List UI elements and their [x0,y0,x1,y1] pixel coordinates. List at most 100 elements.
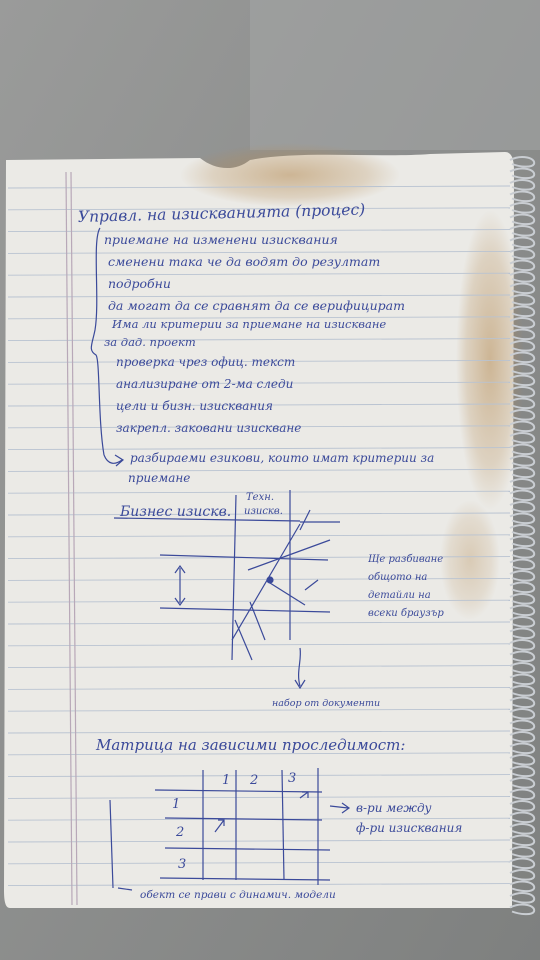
matrix-line [159,877,331,881]
matrix-row-header: 3 [178,857,186,872]
spiral-loop [509,478,536,490]
spiral-loop [509,236,536,249]
spiral-loop [509,823,536,835]
diagram-left-label: Бизнес изискв. [119,504,231,520]
spiral-loop [509,363,536,375]
spiral-loop [509,259,536,272]
spiral-loop [509,535,536,548]
spiral-loop [509,616,536,628]
spiral-loop [509,489,536,502]
spiral-loop [509,524,536,536]
down-arrow [294,647,306,690]
diagram-top-label: изискв. [244,506,283,517]
diagram-side-note: общото на [368,572,427,583]
matrix-side-note: в-ри между [356,801,432,815]
spiral-loop [509,834,536,847]
note-item: да могат да се сравнят да се верифицират [108,298,405,313]
rule-line [7,381,511,385]
spiral-loop [509,673,536,686]
spiral-loop [509,156,536,168]
note-item: подробни [108,276,171,291]
spiral-loop [509,558,536,571]
handwritten-text: Управл. на изискванията (процес) приеман… [78,200,463,901]
spiral-loop [509,593,536,605]
diagram-row-line [159,607,331,613]
spiral-loop [509,719,536,732]
rule-line [7,229,511,233]
matrix-row-header: 2 [175,825,184,840]
spiral-loop [509,305,536,318]
rule-line [7,774,511,778]
rule-line [7,621,511,625]
spiral-loop [509,213,536,226]
spiral-loop [509,581,536,594]
diagram-top-label: Техн. [246,492,274,503]
diagram-branch [249,601,266,641]
spiral-loop [509,869,536,881]
spiral-loop [509,731,536,743]
coffee-stain [456,210,524,510]
spiral-loop [509,179,536,191]
rule-line [7,468,511,472]
matrix-col-header: 3 [288,771,296,786]
rule-line [7,359,511,363]
matrix-col-header: 2 [249,773,258,788]
spiral-loop [509,340,536,352]
spiral-loop [509,570,536,582]
diagram-side-note: всеки браузър [368,608,444,619]
coffee-stain [180,143,400,207]
rule-line [7,752,511,756]
curly-brace [90,227,105,456]
rule-line [7,403,511,407]
note-item: Има ли критерии за приемане на изискване [111,317,386,331]
diagram-branch [234,619,253,661]
matrix-side-arrow [329,802,351,814]
note-item: сменени така че да водят до резултат [108,254,380,269]
spiral-loop [509,202,536,214]
spiral-loop [509,167,536,180]
matrix-arrow [299,791,309,799]
matrix-row-header: 1 [172,797,180,812]
spiral-loop [509,662,536,674]
diagram-branch [304,579,319,591]
spiral-loop [509,397,536,410]
rule-line [7,447,511,451]
note-item: анализиране от 2-ма следи [116,377,293,391]
spiral-binding [509,156,536,916]
matrix-title: Матрица на зависими проследимост: [95,736,405,754]
diagram-node [266,576,274,584]
matrix-line [164,817,323,821]
spiral-loop [509,811,536,824]
rule-line [7,599,511,603]
spiral-loop [509,501,536,513]
spiral-loop [509,466,536,479]
double-arrow-head [174,564,186,607]
rule-line [7,316,511,320]
rule-line [7,795,511,799]
rule-line [7,294,511,298]
spiral-loop [509,696,536,709]
matrix-arrow [214,819,225,833]
spiral-loop [509,765,536,778]
matrix-side-note: ф-ри изисквания [356,821,462,835]
rule-line [7,665,511,669]
spiral-loop [509,409,536,421]
coffee-stain [440,500,500,620]
spiral-loop [509,857,536,870]
rule-line [7,534,511,538]
diagram-horizontal-axis [113,517,301,522]
margin-line [70,171,78,906]
note-item: приемане на изменени изисквания [104,232,338,247]
matrix-line [164,847,331,851]
rule-line [7,686,511,690]
matrix-line [154,789,323,793]
conclusion-text: разбираеми езикови, които имат критерии … [130,451,434,465]
spiral-loop [509,788,536,801]
spiral-loop [509,432,536,444]
desk-highlight [250,0,540,150]
arrow-conclusion [103,454,125,467]
diagram-branch [299,509,311,531]
rule-line [7,207,511,211]
spiral-loop [509,386,536,398]
